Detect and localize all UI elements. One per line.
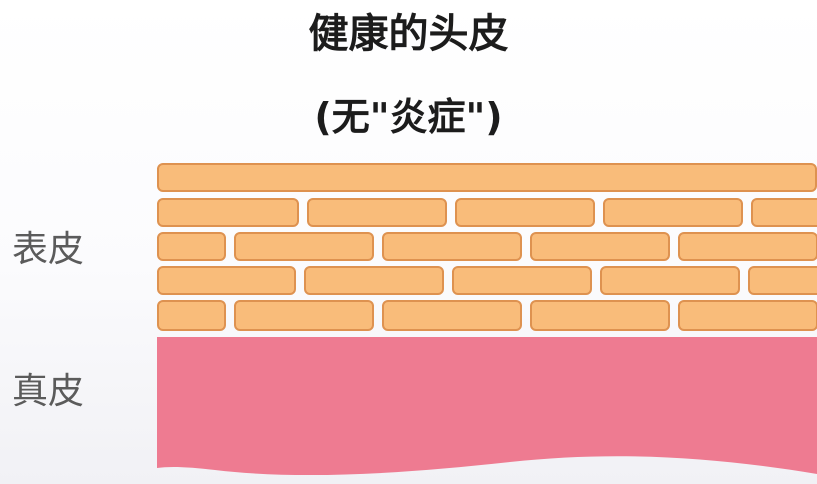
- epidermis-brick: [678, 232, 817, 261]
- dermis-label: 真皮: [12, 371, 85, 412]
- epidermis-brick: [382, 300, 522, 331]
- epidermis-brick: [678, 300, 817, 331]
- diagram-subtitle: (无"炎症"): [314, 95, 503, 139]
- epidermis-brick: [751, 198, 817, 227]
- epidermis-brick: [600, 266, 740, 295]
- epidermis-brick: [452, 266, 592, 295]
- epidermis-brick: [157, 300, 226, 331]
- epidermis-brick: [157, 266, 296, 295]
- epidermis-brick: [234, 232, 374, 261]
- epidermis-brick: [382, 232, 522, 261]
- diagram-title: 健康的头皮: [308, 11, 509, 57]
- epidermis-brick: [530, 300, 670, 331]
- epidermis-label: 表皮: [12, 229, 85, 270]
- epidermis-brick: [157, 163, 817, 192]
- epidermis-brick: [157, 198, 299, 227]
- epidermis-brick: [748, 266, 817, 295]
- epidermis-brick: [530, 232, 670, 261]
- epidermis-brick: [157, 232, 226, 261]
- epidermis-brick: [603, 198, 743, 227]
- epidermis-brick: [304, 266, 444, 295]
- epidermis-brick: [307, 198, 447, 227]
- epidermis-brick: [455, 198, 595, 227]
- epidermis-brick: [234, 300, 374, 331]
